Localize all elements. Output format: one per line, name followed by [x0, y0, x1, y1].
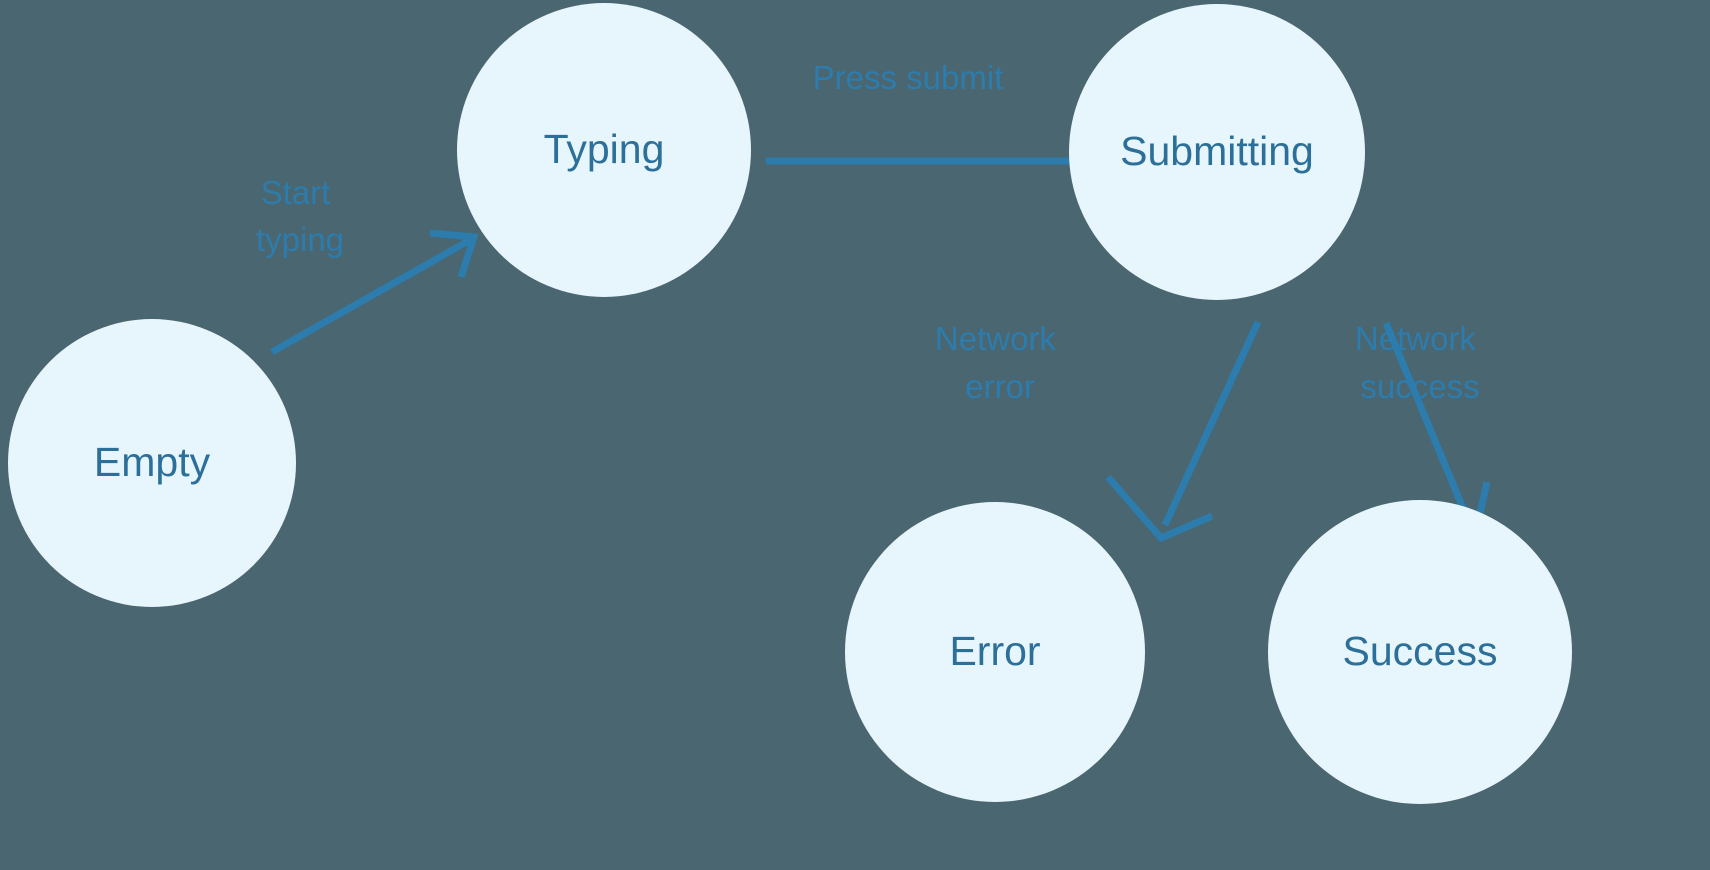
- edge-submitting-to-error: Network error: [935, 320, 1262, 543]
- state-label-typing: Typing: [544, 126, 665, 172]
- edge-label-network-error: Network error: [935, 320, 1065, 405]
- edge-label-start-typing: Start typing: [256, 174, 344, 258]
- arrowhead-empty-to-typing: [429, 229, 479, 279]
- edge-label-network-success: Network success: [1355, 320, 1485, 405]
- state-circle-empty[interactable]: [8, 319, 296, 607]
- state-node-submitting[interactable]: Submitting: [1069, 4, 1365, 300]
- edge-empty-to-typing: Start typing: [256, 174, 479, 356]
- state-node-error[interactable]: Error: [845, 502, 1145, 802]
- edge-typing-to-submitting: Press submit: [766, 59, 1149, 202]
- state-circle-submitting[interactable]: [1069, 4, 1365, 300]
- edge-label-line: typing: [256, 221, 344, 258]
- edge-line-submitting-to-success: [1382, 321, 1474, 527]
- state-node-success[interactable]: Success: [1268, 500, 1572, 804]
- state-label-error: Error: [949, 628, 1040, 674]
- state-circle-success[interactable]: [1268, 500, 1572, 804]
- state-label-success: Success: [1343, 628, 1498, 674]
- edge-label-press-submit: Press submit: [813, 59, 1004, 96]
- edge-label-line: Start: [261, 174, 331, 211]
- state-circle-typing[interactable]: [457, 3, 751, 297]
- edge-label-line: Network: [935, 320, 1057, 357]
- arrowhead-submitting-to-error: [1105, 474, 1214, 543]
- edge-label-line: Network: [1355, 320, 1477, 357]
- edge-line-empty-to-typing: [270, 236, 472, 356]
- state-node-empty[interactable]: Empty: [8, 319, 296, 607]
- edge-label-line: Press submit: [813, 59, 1004, 96]
- state-label-submitting: Submitting: [1120, 128, 1314, 174]
- state-label-empty: Empty: [94, 439, 211, 485]
- edge-label-line: error: [965, 368, 1035, 405]
- edge-label-line: success: [1360, 368, 1479, 405]
- state-circle-error[interactable]: [845, 502, 1145, 802]
- edge-line-submitting-to-error: [1161, 320, 1262, 527]
- state-node-typing[interactable]: Typing: [457, 3, 751, 297]
